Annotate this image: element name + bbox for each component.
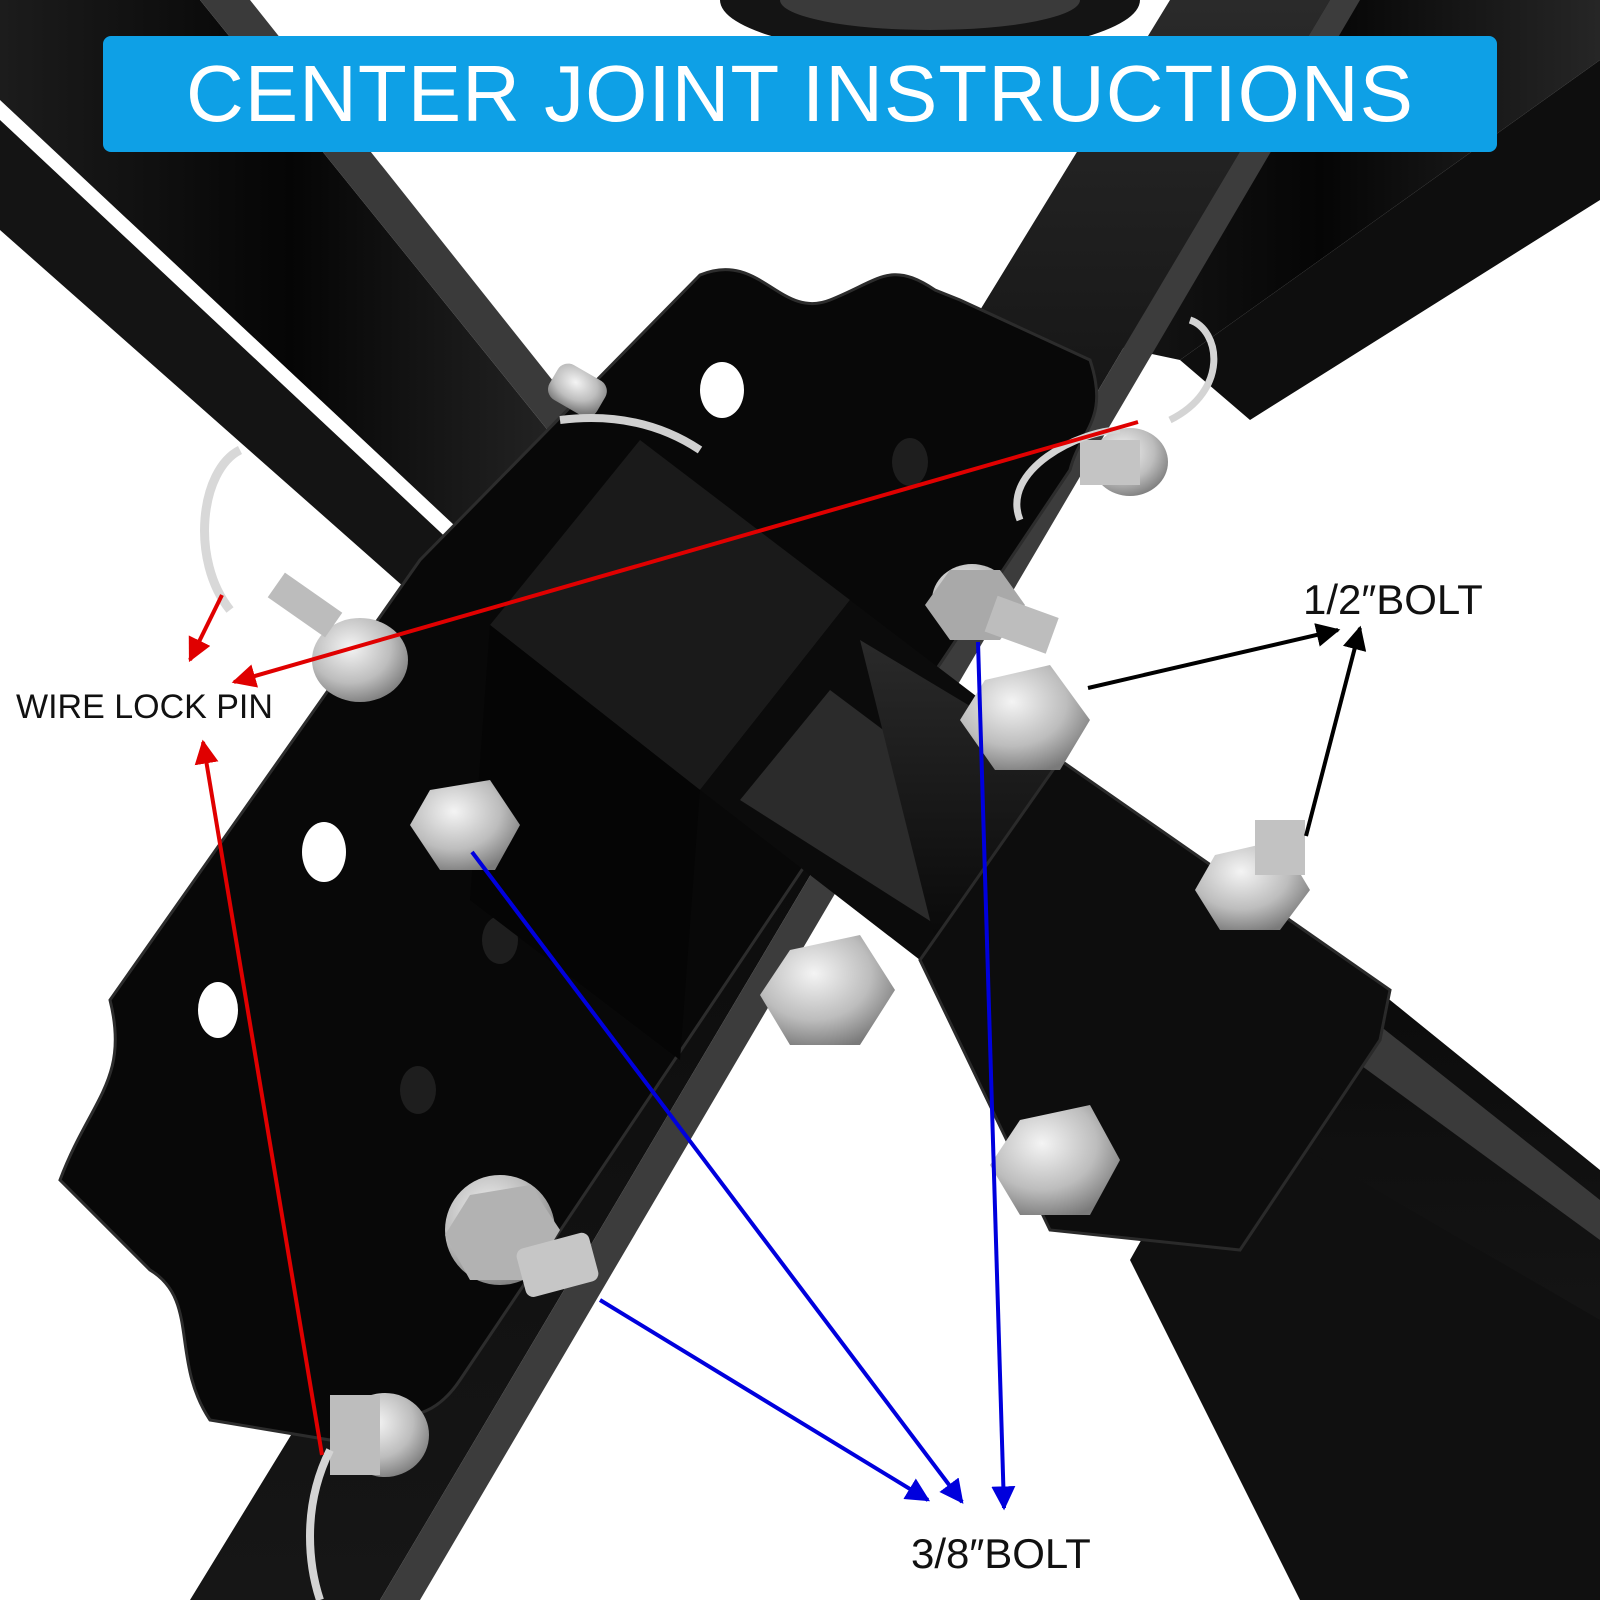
three-eighths-bolt-arrows bbox=[470, 641, 1016, 1511]
wire-lock-pin-label: WIRE LOCK PIN bbox=[16, 688, 273, 726]
red-arrow-lower bbox=[194, 739, 324, 1456]
bolt-hardware bbox=[200, 316, 1310, 1600]
black-arrow-nut bbox=[1087, 623, 1341, 690]
half-inch-bolt-arrows bbox=[1087, 623, 1367, 837]
blue-arrow-upper-bolt bbox=[976, 641, 1016, 1511]
blue-arrow-lower-bolt bbox=[598, 1298, 931, 1502]
blue-arrow-center-nut bbox=[470, 850, 964, 1504]
title-banner: CENTER JOINT INSTRUCTIONS bbox=[103, 36, 1497, 152]
half-inch-bolt-label: 1/2″BOLT bbox=[1303, 576, 1483, 623]
banner-title: CENTER JOINT INSTRUCTIONS bbox=[185, 49, 1414, 138]
black-arrow-bolt-end bbox=[1304, 625, 1367, 837]
center-sleeve bbox=[490, 440, 850, 790]
three-eighths-bolt-label: 3/8″BOLT bbox=[911, 1530, 1091, 1577]
wire-lock-pin-arrows bbox=[188, 420, 1139, 1456]
plate-holes bbox=[198, 362, 744, 1038]
red-arrow-upper-left bbox=[188, 594, 224, 663]
red-arrow-upper-right bbox=[231, 420, 1139, 688]
